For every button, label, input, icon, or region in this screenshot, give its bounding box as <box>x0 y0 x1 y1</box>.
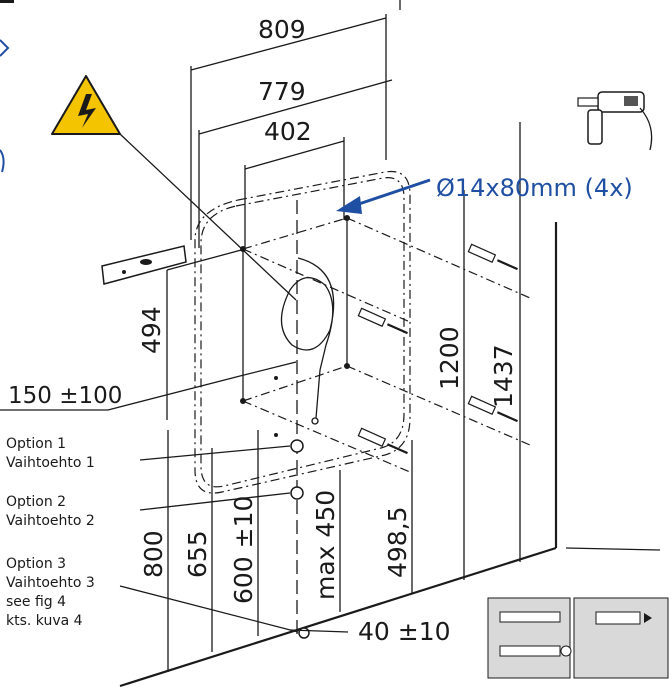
hole-top-right <box>344 215 350 221</box>
see-fig-label-fi: kts. kuva 4 <box>6 613 83 629</box>
dim-max450: max 450 <box>311 490 340 600</box>
dim-1200: 1200 <box>435 326 464 390</box>
anchor-screw-group <box>357 243 518 455</box>
left-edge-fragment <box>0 0 14 173</box>
dim-809: 809 <box>258 15 306 44</box>
dim-150-line <box>0 361 297 411</box>
option2-label: Option 2 <box>6 494 66 510</box>
dim-779: 779 <box>258 77 306 106</box>
dim-800: 800 <box>139 530 168 578</box>
dim-494: 494 <box>137 306 166 354</box>
option2-entry <box>290 486 304 500</box>
option-leaders <box>119 445 299 633</box>
warning-high-voltage-icon <box>51 75 297 301</box>
wall-anchor-icon <box>487 597 669 679</box>
dim-1200-line <box>463 122 521 580</box>
dim-494-line <box>166 248 246 420</box>
left-vertical-dims <box>167 430 413 672</box>
dim-600: 600 ±10 <box>229 496 258 604</box>
hole-bottom-right <box>344 363 350 369</box>
wall-outline <box>119 0 661 688</box>
dim-655: 655 <box>183 530 212 578</box>
dim-498: 498,5 <box>383 506 412 578</box>
option3-label-fi: Vaihtoehto 3 <box>6 575 95 591</box>
hole-bottom-left <box>240 398 246 404</box>
dim-809-line <box>190 14 387 240</box>
option1-label: Option 1 <box>6 436 66 452</box>
drill-spec-label: Ø14x80mm (4x) <box>436 174 633 202</box>
dim-402-line <box>244 137 345 250</box>
dim-402: 402 <box>264 117 312 146</box>
option3-entry <box>298 627 310 639</box>
see-fig-label: see fig 4 <box>6 594 66 610</box>
dim-40-line <box>289 629 349 633</box>
option3-label: Option 3 <box>6 556 66 572</box>
option2-label-fi: Vaihtoehto 2 <box>6 513 95 529</box>
option1-entry <box>290 439 304 453</box>
dim-150: 150 ±100 <box>8 383 122 409</box>
option1-label-fi: Vaihtoehto 1 <box>6 455 95 471</box>
dim-40: 40 ±10 <box>358 617 451 646</box>
drill-icon <box>577 91 653 151</box>
spirit-level-icon <box>101 245 187 285</box>
dim-779-line <box>198 79 393 248</box>
drill-callout-arrow <box>336 178 431 214</box>
cable-coil <box>280 257 335 425</box>
dim-1437: 1437 <box>489 344 518 408</box>
